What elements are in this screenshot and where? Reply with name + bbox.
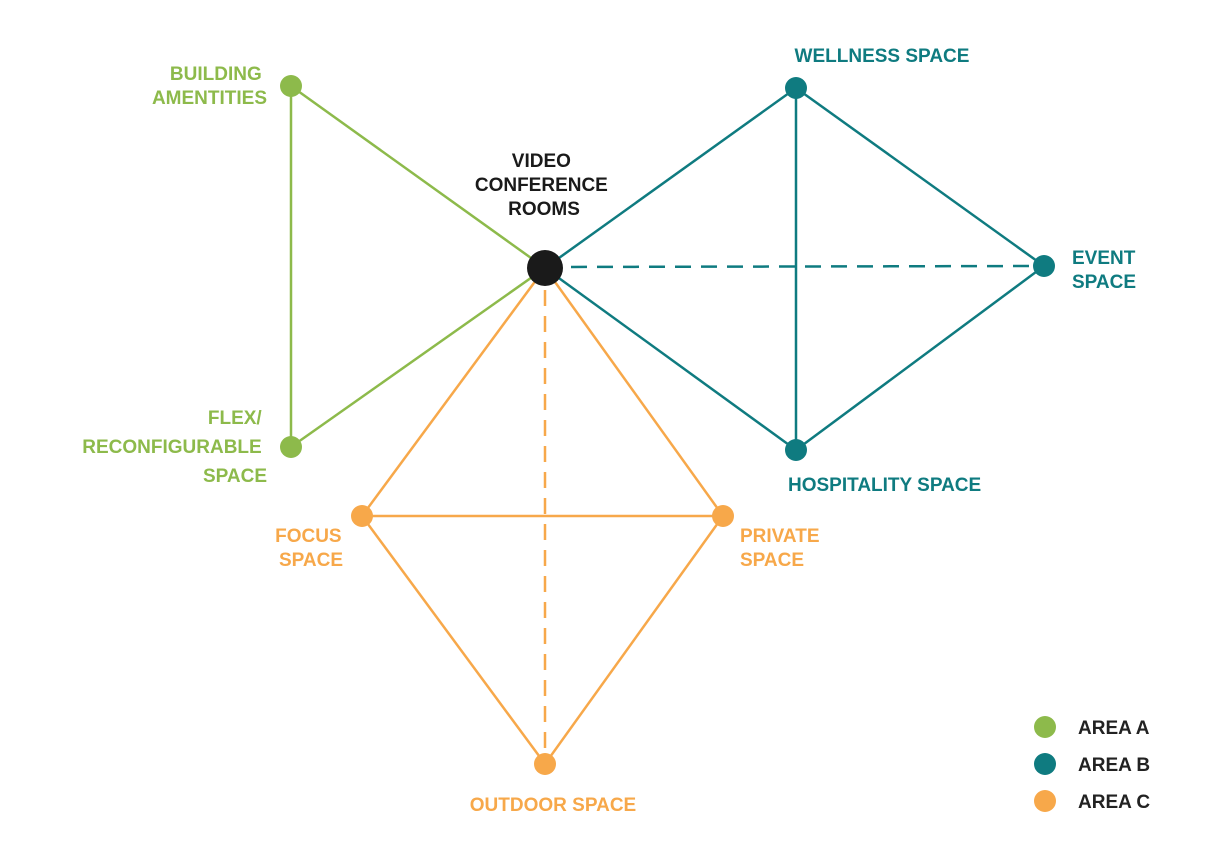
edge-focus-outdoor (360, 515, 547, 765)
edge-center-hospitality (544, 266, 797, 452)
label-outdoor-space: OUTDOOR SPACE (470, 795, 636, 816)
label-flex-space: FLEX/ RECONFIGURABLE SPACE (82, 408, 267, 487)
edge-center-focus (360, 267, 547, 517)
area-a-connections (289, 84, 546, 449)
label-wellness-space: WELLNESS SPACE (795, 46, 970, 67)
label-hospitality-space: HOSPITALITY SPACE (788, 475, 981, 496)
area-c-connections (360, 267, 725, 765)
edge-wellness-event (795, 86, 1045, 268)
legend-item-area-c: AREA C (1034, 790, 1150, 813)
legend-swatch-area-a (1034, 716, 1056, 738)
edge-hospitality-event (795, 264, 1045, 452)
label-focus-space: FOCUS SPACE (275, 526, 347, 571)
edge-building-center (290, 84, 546, 270)
edge-center-private (543, 267, 725, 517)
legend-label-area-c: AREA C (1078, 792, 1150, 813)
node-hospitality-space (785, 439, 807, 461)
edge-private-outdoor (543, 515, 725, 765)
legend-item-area-a: AREA A (1034, 716, 1150, 739)
label-private-space: PRIVATE SPACE (740, 526, 825, 571)
label-building-amenities: BUILDING AMENTITIES (152, 64, 267, 109)
area-b-connections (544, 86, 1045, 452)
legend-label-area-b: AREA B (1078, 755, 1150, 776)
edge-center-event-dashed (544, 264, 1045, 269)
node-building-amenities (280, 75, 302, 97)
edge-center-wellness (544, 86, 797, 270)
node-wellness-space (785, 77, 807, 99)
legend-swatch-area-b (1034, 753, 1056, 775)
label-event-space: EVENT SPACE (1072, 248, 1141, 293)
legend-label-area-a: AREA A (1078, 718, 1150, 739)
legend: AREA A AREA B AREA C (1034, 716, 1150, 813)
node-outdoor-space (534, 753, 556, 775)
label-video-conference-rooms: VIDEO CONFERENCE ROOMS (475, 151, 613, 220)
node-video-conference-rooms (527, 250, 563, 286)
node-private-space (712, 505, 734, 527)
legend-swatch-area-c (1034, 790, 1056, 812)
legend-item-area-b: AREA B (1034, 753, 1150, 776)
node-focus-space (351, 505, 373, 527)
edge-flex-center (290, 266, 546, 449)
node-event-space (1033, 255, 1055, 277)
node-flex-space (280, 436, 302, 458)
